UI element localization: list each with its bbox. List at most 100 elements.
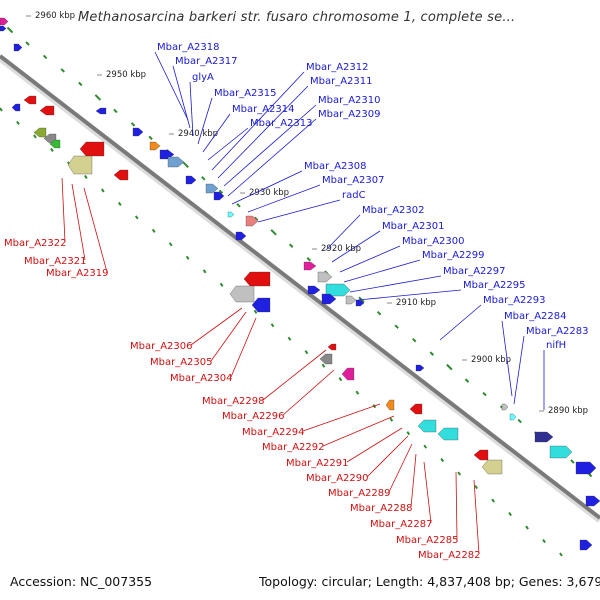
gc-skew-mark bbox=[542, 538, 546, 544]
gc-skew-mark bbox=[423, 444, 428, 449]
forward-gene-label[interactable]: Mbar_A2307 bbox=[322, 175, 385, 186]
label-leader bbox=[210, 311, 247, 362]
gc-skew-mark bbox=[440, 458, 445, 463]
gene-glyph bbox=[113, 169, 129, 181]
gene-glyph bbox=[132, 127, 144, 137]
forward-gene-label[interactable]: Mbar_A2300 bbox=[402, 236, 465, 247]
forward-gene-label[interactable]: Mbar_A2315 bbox=[214, 88, 277, 99]
gc-skew-mark bbox=[201, 176, 206, 181]
reverse-gene-label[interactable]: Mbar_A2292 bbox=[262, 442, 325, 453]
label-leader bbox=[83, 187, 108, 273]
gc-skew-mark bbox=[446, 363, 453, 371]
forward-gene-label[interactable]: Mbar_A2308 bbox=[304, 161, 367, 172]
gene-glyph bbox=[13, 43, 23, 52]
reverse-gene-label[interactable]: Mbar_A2294 bbox=[242, 427, 305, 438]
reverse-gene-label[interactable]: Mbar_A2289 bbox=[328, 488, 391, 499]
label-leader bbox=[227, 118, 317, 197]
reverse-gene-label[interactable]: Mbar_A2298 bbox=[202, 396, 265, 407]
label-leader bbox=[410, 453, 417, 508]
forward-gene-label[interactable]: radC bbox=[342, 190, 366, 201]
gene-glyph bbox=[321, 293, 337, 305]
reverse-gene-label[interactable]: Mbar_A2282 bbox=[418, 550, 481, 561]
label-leader bbox=[331, 230, 381, 263]
reverse-gene-label[interactable]: Mbar_A2288 bbox=[350, 503, 413, 514]
scale-tick-label: 2950 kbp bbox=[106, 70, 146, 80]
gc-skew-mark bbox=[570, 459, 575, 464]
reverse-gene-label[interactable]: Mbar_A2304 bbox=[170, 373, 233, 384]
forward-gene-label[interactable]: glyA bbox=[192, 72, 214, 83]
gc-skew-mark bbox=[78, 81, 83, 87]
reverse-gene-label[interactable]: Mbar_A2291 bbox=[286, 458, 349, 469]
gc-skew-mark bbox=[16, 120, 20, 126]
scale-tick-label: 2920 kbp bbox=[321, 244, 361, 254]
scale-tick-label: 2900 kbp bbox=[471, 355, 511, 365]
reverse-gene-label[interactable]: Mbar_A2322 bbox=[4, 238, 67, 249]
reverse-gene-label[interactable]: Mbar_A2306 bbox=[130, 341, 193, 352]
label-leader bbox=[231, 170, 303, 205]
forward-gene-label[interactable]: Mbar_A2317 bbox=[175, 56, 238, 67]
label-leader bbox=[366, 435, 409, 478]
accession-text: Accession: NC_007355 bbox=[10, 574, 153, 589]
gc-skew-mark bbox=[60, 68, 65, 73]
gene-glyph bbox=[585, 495, 600, 507]
forward-gene-label[interactable]: Mbar_A2310 bbox=[318, 95, 381, 106]
forward-gene-label[interactable]: Mbar_A2301 bbox=[382, 221, 445, 232]
gc-skew-mark bbox=[306, 257, 311, 262]
gc-skew-mark bbox=[491, 498, 495, 503]
genome-summary: Topology: circular; Length: 4,837,408 bp… bbox=[259, 574, 600, 589]
forward-gene-label[interactable]: Mbar_A2314 bbox=[232, 104, 295, 115]
gene-glyph bbox=[417, 419, 437, 433]
label-leader bbox=[455, 471, 458, 540]
reverse-gene-label[interactable]: Mbar_A2296 bbox=[222, 411, 285, 422]
gene-glyph bbox=[437, 427, 459, 441]
forward-gene-label[interactable]: Mbar_A2302 bbox=[362, 205, 425, 216]
reverse-gene-label[interactable]: Mbar_A2287 bbox=[370, 519, 433, 530]
gene-glyph bbox=[481, 459, 503, 475]
gc-skew-mark bbox=[457, 471, 462, 476]
gc-skew-mark bbox=[482, 391, 487, 397]
gene-glyph bbox=[549, 445, 573, 459]
reverse-gene-label[interactable]: Mbar_A2290 bbox=[306, 473, 369, 484]
label-leader bbox=[302, 403, 381, 432]
forward-gene-label[interactable]: Mbar_A2299 bbox=[422, 250, 485, 261]
forward-gene-label[interactable]: Mbar_A2283 bbox=[526, 326, 589, 337]
gc-skew-mark bbox=[218, 189, 224, 195]
reverse-gene-label[interactable]: Mbar_A2319 bbox=[46, 268, 109, 279]
label-leader bbox=[513, 335, 525, 405]
reverse-gene-label[interactable]: Mbar_A2321 bbox=[24, 256, 87, 267]
forward-gene-label[interactable]: Mbar_A2309 bbox=[318, 109, 381, 120]
label-leader bbox=[197, 97, 213, 145]
gc-skew-mark bbox=[389, 417, 394, 422]
scale-tick-label: 2940 kbp bbox=[178, 129, 218, 139]
forward-gene-label[interactable]: nifH bbox=[546, 340, 566, 351]
reverse-gene-label[interactable]: Mbar_A2305 bbox=[150, 357, 213, 368]
reverse-gene-label[interactable]: Mbar_A2285 bbox=[396, 535, 459, 546]
label-leader bbox=[349, 275, 442, 293]
gene-glyph bbox=[509, 413, 517, 421]
gene-glyph bbox=[23, 95, 37, 105]
forward-gene-label[interactable]: Mbar_A2313 bbox=[250, 118, 313, 129]
gene-glyph bbox=[319, 353, 333, 365]
forward-gene-label[interactable]: Mbar_A2297 bbox=[443, 266, 506, 277]
forward-gene-label[interactable]: Mbar_A2318 bbox=[157, 42, 220, 53]
gc-skew-mark bbox=[0, 107, 3, 112]
label-leader bbox=[325, 214, 361, 251]
label-leader bbox=[190, 307, 243, 346]
forward-gene-label[interactable]: Mbar_A2284 bbox=[504, 311, 567, 322]
label-leader bbox=[322, 415, 395, 447]
backbone bbox=[0, 54, 600, 520]
gene-glyph bbox=[341, 367, 355, 381]
gc-skew-mark bbox=[151, 228, 156, 233]
gc-skew-mark bbox=[412, 337, 417, 343]
gene-glyph bbox=[307, 285, 321, 295]
forward-gene-label[interactable]: Mbar_A2293 bbox=[483, 295, 546, 306]
forward-gene-label[interactable]: Mbar_A2311 bbox=[310, 76, 373, 87]
forward-gene-label[interactable]: Mbar_A2295 bbox=[463, 280, 526, 291]
gene-glyph bbox=[0, 25, 7, 32]
label-leader bbox=[343, 259, 421, 283]
gc-skew-mark bbox=[253, 309, 258, 314]
forward-gene-label[interactable]: Mbar_A2312 bbox=[306, 62, 369, 73]
gene-glyph bbox=[95, 107, 107, 115]
